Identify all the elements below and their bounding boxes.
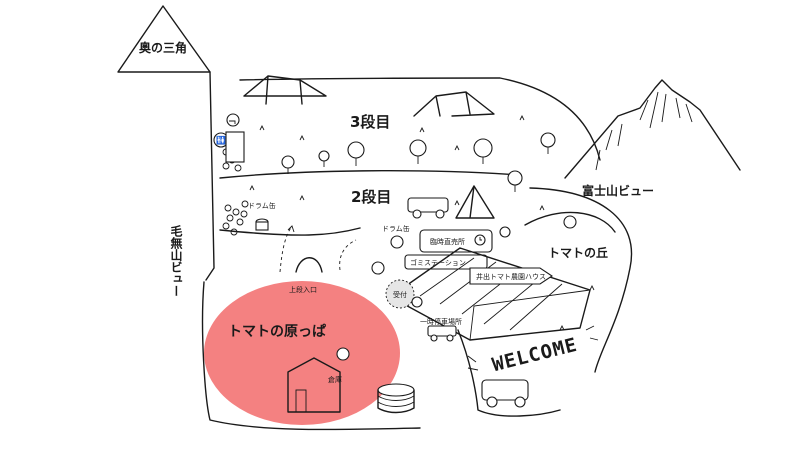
terrace-edge-3 bbox=[219, 170, 521, 179]
gomi-station-sign bbox=[404, 254, 488, 270]
trees bbox=[281, 132, 577, 238]
uketsuke-label: 受付 bbox=[393, 290, 407, 299]
car-mid bbox=[427, 325, 457, 342]
tomato-harappa-highlight[interactable] bbox=[204, 281, 400, 425]
drum-can-icon-1 bbox=[255, 218, 269, 231]
rinji-chokubaijo-label: 臨時直売所 bbox=[430, 237, 465, 246]
mound bbox=[295, 257, 323, 273]
svg-text:🚻: 🚻 bbox=[216, 135, 226, 145]
path-arrows bbox=[279, 225, 357, 273]
tomato-harappa-label: トマトの原っぱ bbox=[228, 323, 326, 340]
ide-tomato-house-label: 井出トマト農園ハウス bbox=[476, 272, 546, 281]
road bbox=[457, 329, 561, 417]
terrace-edge-2 bbox=[219, 227, 361, 236]
grass-ticks bbox=[249, 114, 595, 331]
dan3-label: 3段目 bbox=[350, 113, 390, 131]
water-tap-icon bbox=[226, 113, 240, 127]
drum-can-label-1: ドラム缶 bbox=[248, 201, 276, 210]
tent-tarp-2 bbox=[413, 91, 495, 117]
car-upper bbox=[407, 197, 449, 219]
fuji-view-label: 富士山ビュー bbox=[582, 183, 654, 198]
uketsuke-marker[interactable] bbox=[385, 279, 415, 309]
soko-label: 倉庫 bbox=[328, 375, 342, 384]
jodan-iriguchi-label: 上段入口 bbox=[289, 285, 317, 294]
oku-sankaku-label: 奥の三角 bbox=[139, 40, 187, 55]
kenashi-view-label: 毛無山ビュー bbox=[169, 224, 183, 297]
rinji-chokubaijo-sign bbox=[419, 229, 493, 253]
gomi-station-label: ゴミステーション bbox=[410, 258, 466, 267]
water-tap-icon-2 bbox=[411, 296, 423, 308]
right-boundary bbox=[529, 187, 633, 373]
flower-clusters bbox=[222, 148, 249, 236]
shower-building bbox=[225, 131, 245, 163]
toilet-icon-3 bbox=[336, 347, 350, 361]
drum-can-icon-2 bbox=[390, 235, 404, 249]
upper-terrace-edge bbox=[239, 77, 601, 161]
toilet-icon-2 bbox=[371, 261, 385, 275]
tipi-tent bbox=[455, 185, 495, 219]
dan2-label: 2段目 bbox=[351, 188, 391, 206]
site-boundary bbox=[205, 71, 215, 281]
tent-tarp-1 bbox=[243, 75, 327, 105]
welcome-sign: WELCOME bbox=[490, 334, 580, 376]
clock-icon bbox=[474, 234, 486, 246]
fuji-mountain bbox=[564, 79, 741, 179]
tomato-oka-label: トマトの丘 bbox=[548, 245, 608, 260]
drum-can-label-2: ドラム缶 bbox=[382, 224, 410, 233]
lower-boundary bbox=[201, 281, 421, 431]
welcome-rays bbox=[467, 325, 599, 371]
water-tank bbox=[377, 383, 415, 414]
tomato-oka-edge bbox=[524, 211, 616, 233]
car-lower bbox=[481, 379, 529, 408]
ichiji-teishajo-label: 一時停車場所 bbox=[420, 317, 462, 326]
soko-shed bbox=[287, 357, 341, 413]
ide-tomato-house-banner bbox=[469, 267, 553, 285]
oku-sankaku-triangle bbox=[117, 5, 211, 73]
